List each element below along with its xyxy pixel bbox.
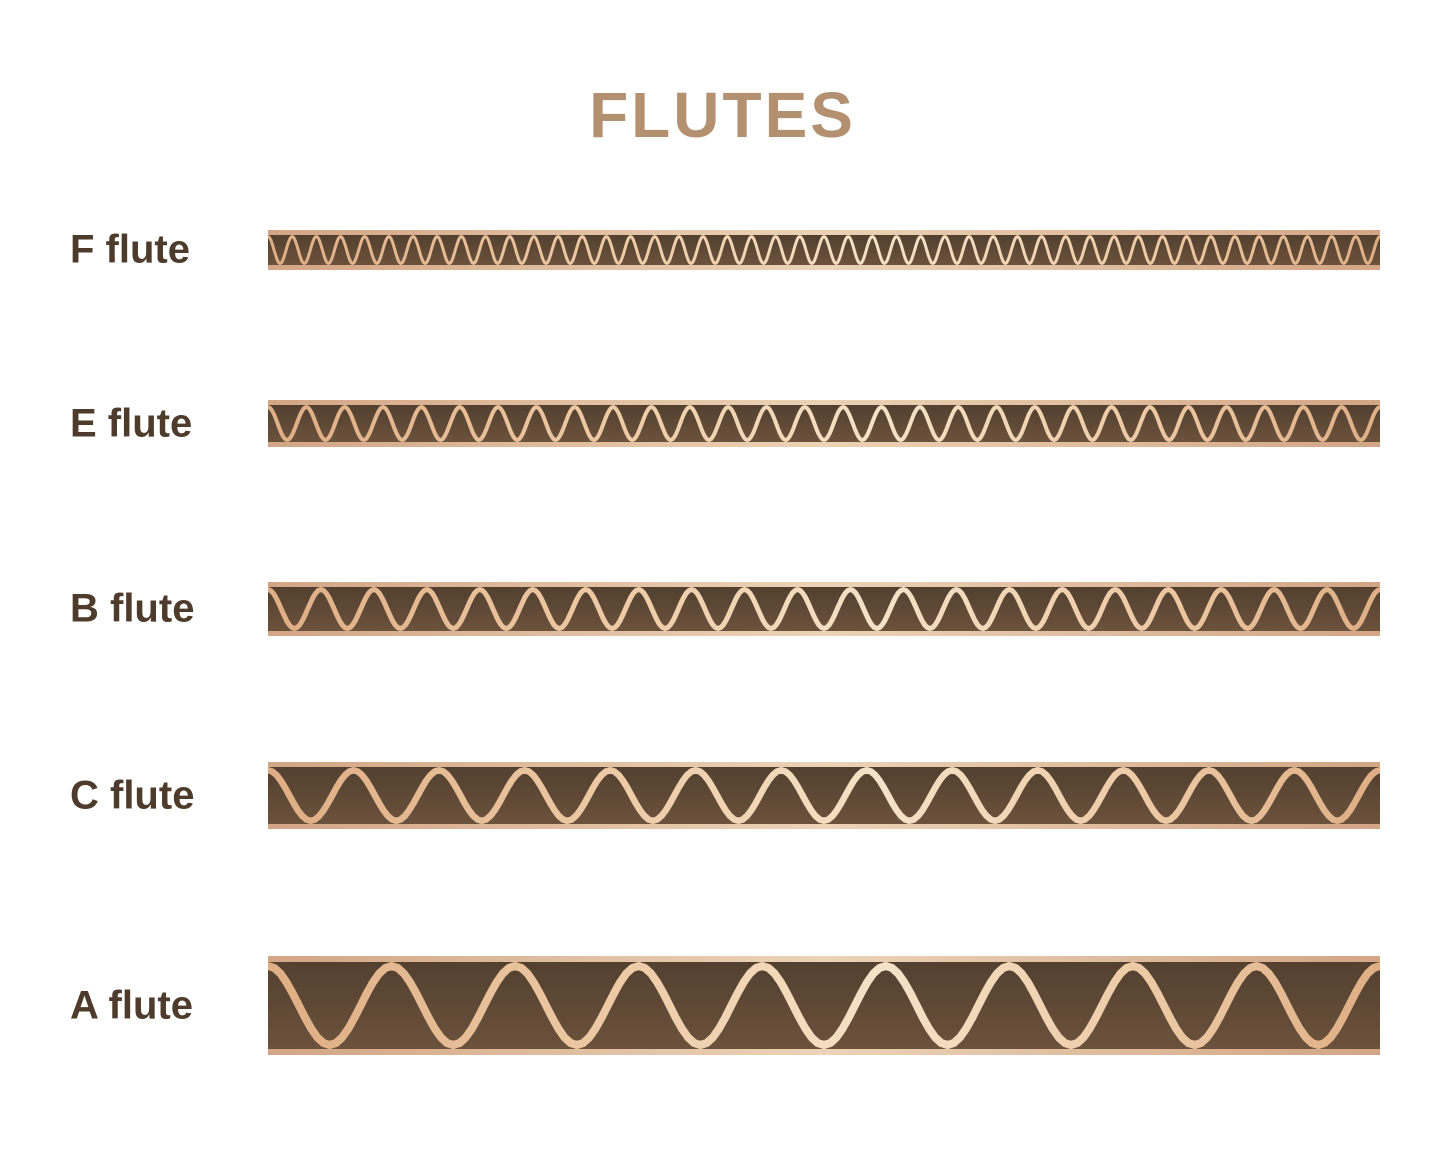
flute-row-c: C flute bbox=[0, 762, 1445, 829]
flute-wave-svg bbox=[268, 956, 1380, 1055]
flute-label-f: F flute bbox=[70, 227, 190, 272]
flute-wave-svg bbox=[268, 582, 1380, 636]
corrugated-strip-c bbox=[268, 762, 1380, 829]
corrugated-strip-a bbox=[268, 956, 1380, 1055]
corrugated-strip-f bbox=[268, 230, 1380, 270]
flute-row-e: E flute bbox=[0, 400, 1445, 447]
flute-wave-svg bbox=[268, 400, 1380, 447]
flute-wave-svg bbox=[268, 762, 1380, 829]
corrugated-strip-e bbox=[268, 400, 1380, 447]
flute-wave-svg bbox=[268, 230, 1380, 270]
flute-label-a: A flute bbox=[70, 983, 193, 1027]
flute-label-b: B flute bbox=[70, 586, 195, 631]
flute-label-e: E flute bbox=[70, 401, 193, 445]
flute-row-b: B flute bbox=[0, 582, 1445, 636]
flute-row-a: A flute bbox=[0, 956, 1445, 1055]
diagram-title: FLUTES bbox=[589, 79, 856, 151]
flute-row-f: F flute bbox=[0, 227, 1445, 272]
corrugated-strip-b bbox=[268, 582, 1380, 636]
flute-label-c: C flute bbox=[70, 773, 195, 817]
